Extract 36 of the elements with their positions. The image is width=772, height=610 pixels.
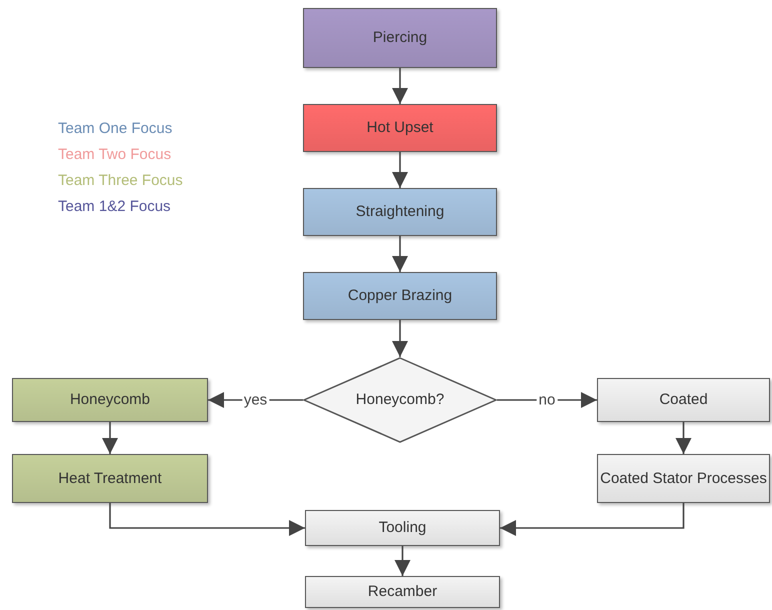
arrow <box>500 503 684 536</box>
box-label: Coated Stator Processes <box>600 470 767 488</box>
box-label: Honeycomb? <box>356 391 444 409</box>
box-label: Piercing <box>372 29 428 47</box>
box-label: Honeycomb <box>70 391 150 409</box>
box-label: Coated <box>659 391 708 409</box>
box-label: Heat Treatment <box>58 470 162 488</box>
legend-entry: Team 1&2 Focus <box>58 198 171 215</box>
arrow <box>394 546 410 576</box>
arrow <box>392 152 408 188</box>
legend-entry: Team Three Focus <box>58 172 183 189</box>
arrow <box>392 68 408 104</box>
box-label: Recamber <box>368 583 438 601</box>
process-box <box>597 454 770 503</box>
arrow <box>497 392 597 408</box>
process-box <box>305 510 500 546</box>
box-label: Straightening <box>356 203 444 221</box>
arrow <box>392 320 408 357</box>
arrow <box>109 503 305 536</box>
process-box <box>303 188 497 236</box>
process-box <box>597 378 770 422</box>
box-label: Tooling <box>378 519 426 537</box>
box-label: Copper Brazing <box>348 287 452 305</box>
arrow <box>676 422 692 454</box>
box-label: Hot Upset <box>366 119 434 137</box>
arrow <box>102 422 118 454</box>
legend-entry: Team One Focus <box>58 120 172 137</box>
process-box <box>305 576 500 608</box>
process-box <box>303 272 497 320</box>
arrow <box>392 236 408 272</box>
legend-entry: Team Two Focus <box>58 146 172 163</box>
process-box <box>12 378 208 422</box>
process-box <box>303 104 497 152</box>
decision-diamond <box>303 357 497 443</box>
process-box <box>12 454 208 503</box>
process-box <box>303 8 497 68</box>
